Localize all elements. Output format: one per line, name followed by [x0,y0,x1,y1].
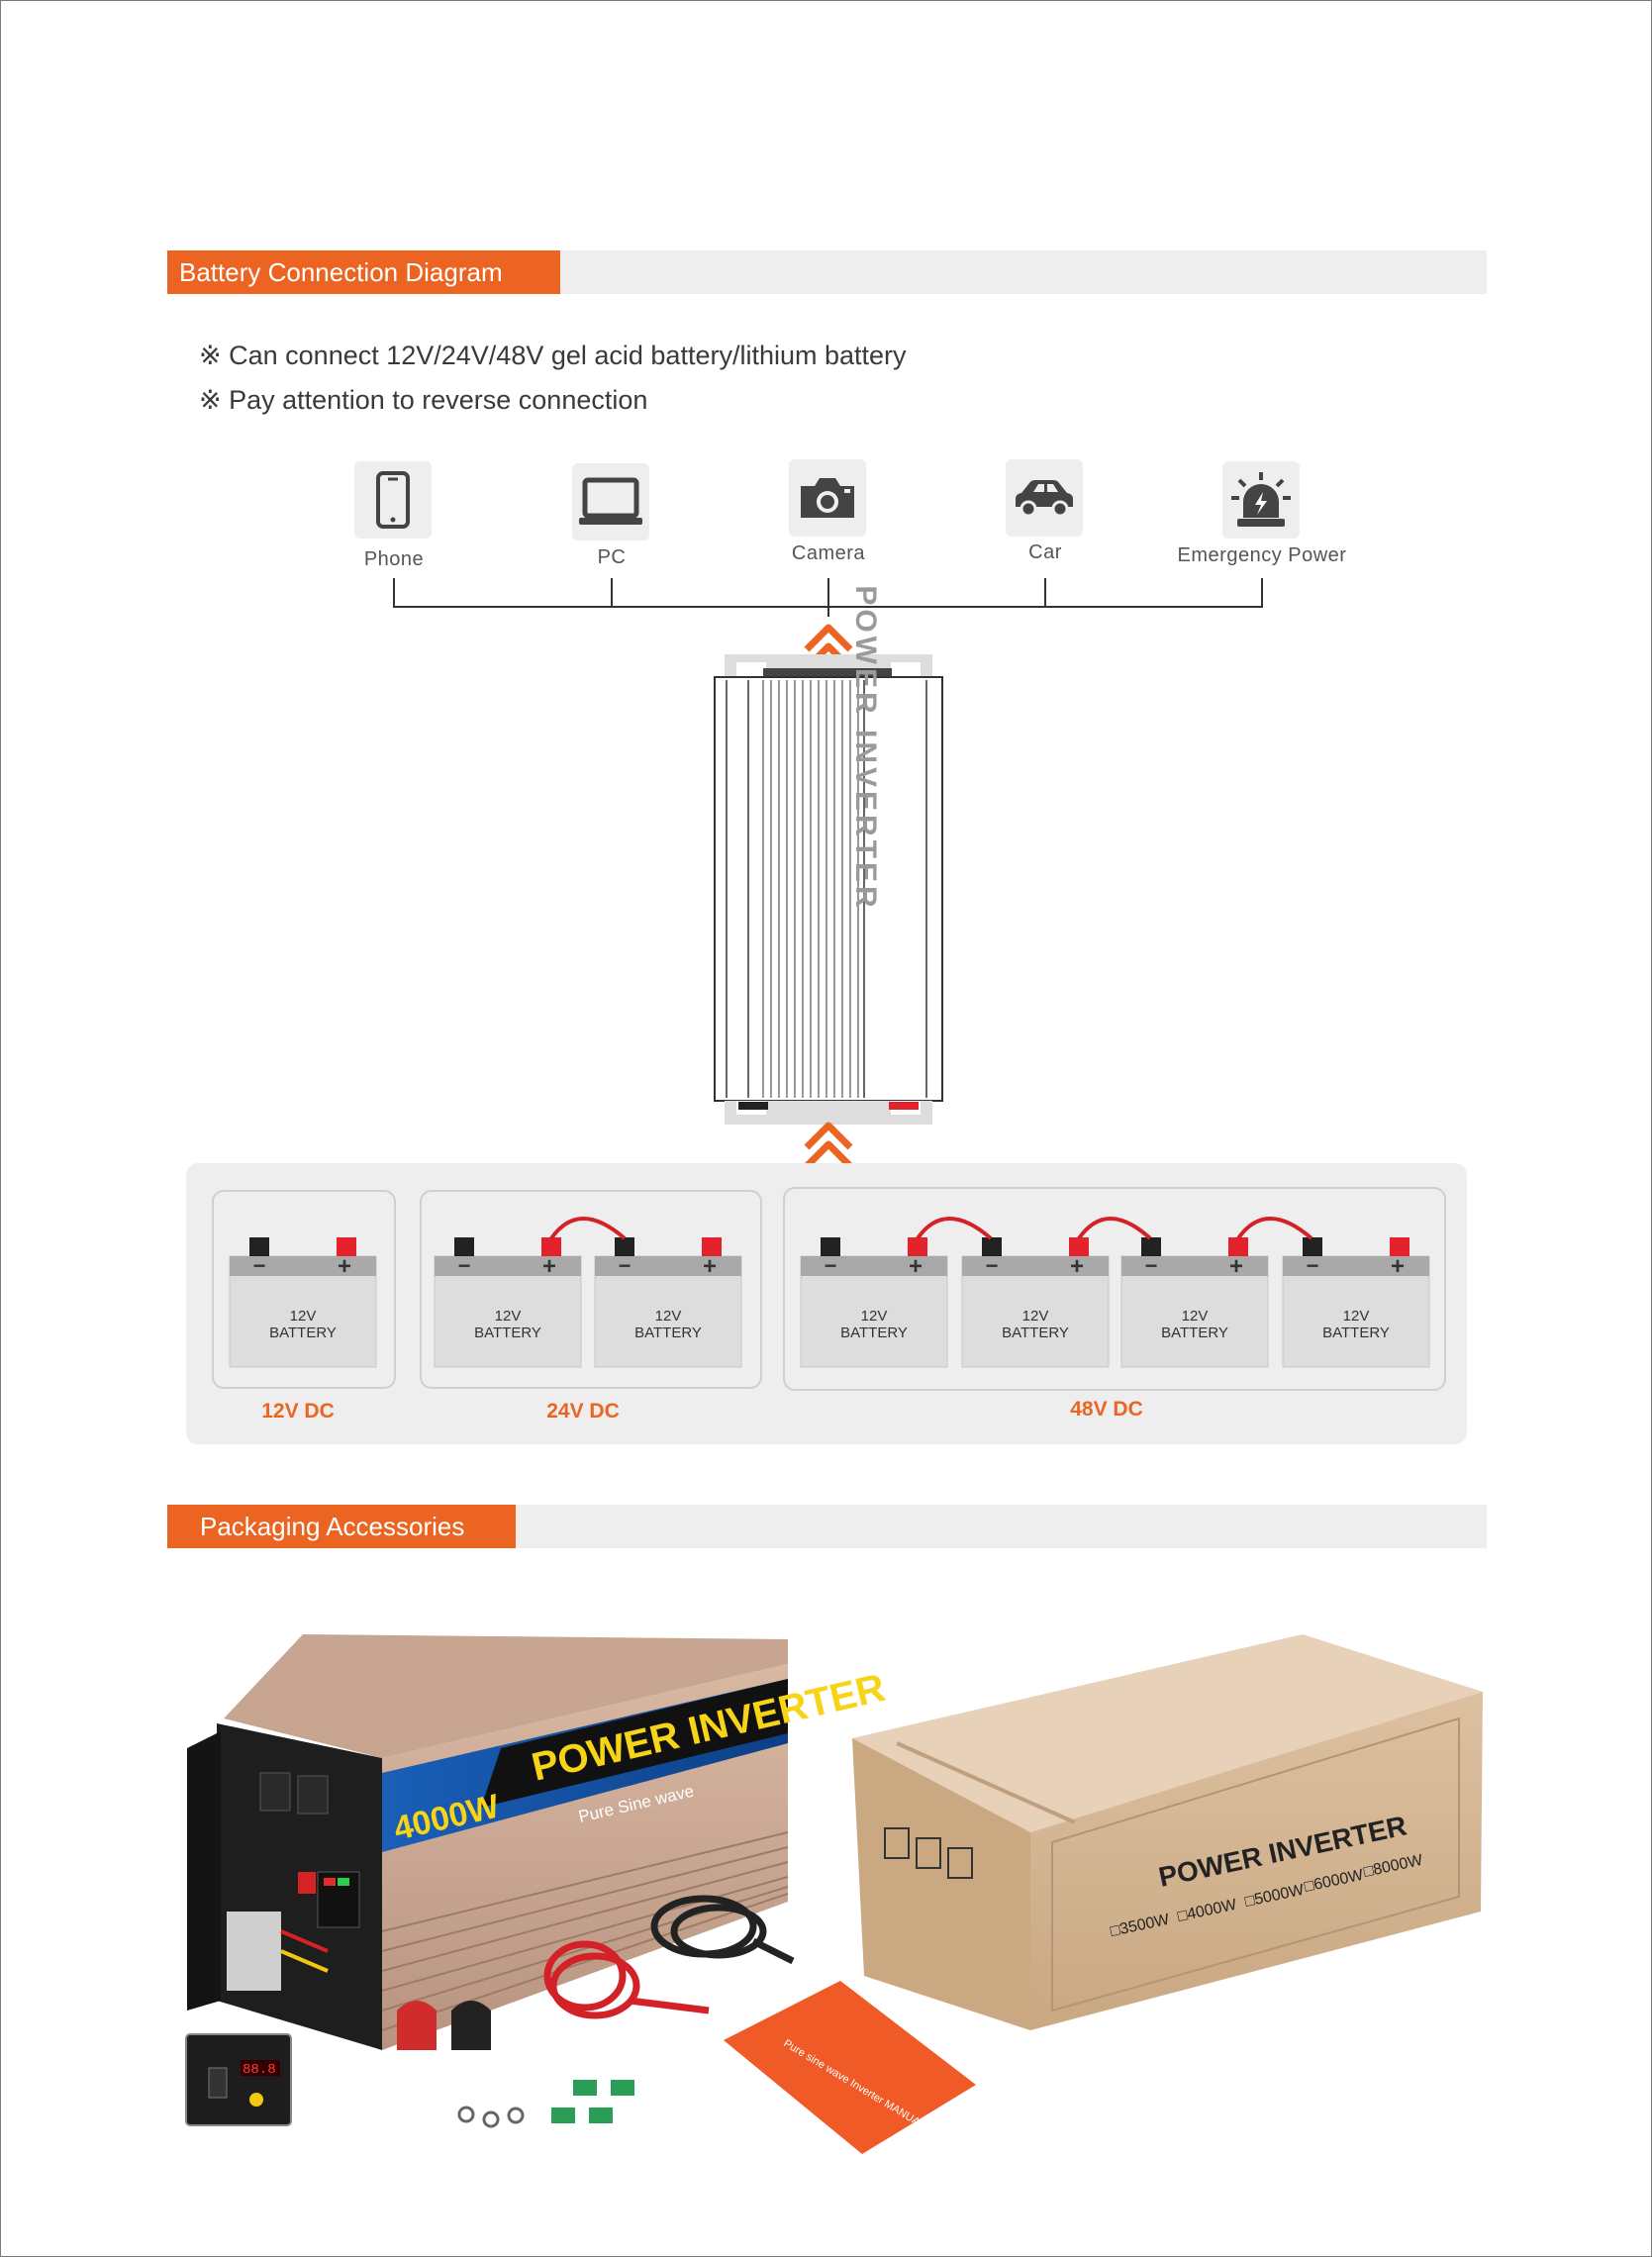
car-icon [1006,459,1083,537]
battery-text-line2: BATTERY [840,1325,908,1341]
note-reverse-connection: ※ Pay attention to reverse connection [199,385,648,415]
battery-text-line2: BATTERY [1002,1325,1069,1341]
battery-unit [594,1236,742,1368]
plus-sign: + [1229,1253,1243,1280]
plus-sign: + [338,1253,351,1280]
minus-sign: − [825,1253,837,1278]
battery-text-line1: 12V [1343,1308,1370,1325]
minus-sign: − [986,1253,999,1278]
battery-text-line1: 12V [655,1308,682,1325]
remote-display-image: 88.8 [185,2033,292,2126]
terminal-caps-image [397,2001,634,2128]
emergency-light-icon [1222,461,1300,539]
section-title-battery: Battery Connection Diagram [167,250,560,294]
series-jumpers [549,1217,1313,1240]
battery-text-line2: BATTERY [634,1325,702,1341]
plus-sign: + [542,1253,556,1280]
battery-group-12v [212,1190,396,1389]
device-label-pc: PC [597,546,627,568]
plus-sign: + [703,1253,717,1280]
device-label-emergency-power: Emergency Power [1177,544,1347,566]
minus-sign: − [253,1253,266,1278]
camera-icon [789,459,866,537]
battery-unit [961,1236,1110,1368]
battery-unit [229,1236,377,1368]
battery-text-line2: BATTERY [1322,1325,1390,1341]
minus-sign: − [458,1253,471,1278]
battery-text-line1: 12V [1182,1308,1209,1325]
battery-text-line1: 12V [495,1308,522,1325]
plus-sign: + [1391,1253,1405,1280]
minus-sign: − [1307,1253,1319,1278]
battery-unit [1282,1236,1430,1368]
section-title-packaging: Packaging Accessories [167,1505,516,1548]
section-header-battery: Battery Connection Diagram [167,250,1487,294]
device-label-car: Car [1028,541,1062,563]
plus-sign: + [1070,1253,1084,1280]
battery-text-line1: 12V [861,1308,888,1325]
battery-text-line2: BATTERY [474,1325,541,1341]
plus-sign: + [909,1253,923,1280]
battery-text-line2: BATTERY [1161,1325,1228,1341]
battery-cables-image [543,1895,795,2019]
group-label-12v: 12V DC [261,1400,335,1423]
inverter-positive-terminal [889,1102,919,1110]
inverter-negative-terminal [738,1102,768,1110]
laptop-icon [572,463,649,540]
user-manual-image: Pure sine wave Inverter MANUAL [724,1981,976,2154]
inverter-product-image: POWER INVERTER 4000W Pure Sine wave [187,1634,889,2050]
input-arrow-icon [804,1122,853,1169]
minus-sign: − [1145,1253,1158,1278]
product-box-image: POWER INVERTER □3500W □4000W □5000W □600… [852,1634,1483,2030]
battery-group-24v [420,1190,762,1389]
phone-icon [354,461,432,539]
battery-unit [1120,1236,1269,1368]
group-label-24v: 24V DC [546,1400,620,1423]
battery-group-48v [783,1187,1446,1391]
connection-tree [393,578,1263,1169]
battery-text-line2: BATTERY [269,1325,337,1341]
box-handling-icons [884,1827,973,1879]
battery-drawing: − + 12V BATTERY − + 12V BATTERY − + 12V … [229,1217,1430,1368]
device-label-camera: Camera [791,542,866,564]
battery-text-line1: 12V [290,1308,317,1325]
group-label-48v: 48V DC [1070,1398,1143,1421]
packaging-illustration: POWER INVERTER 4000W Pure Sine wave 88.8 [185,1634,1483,2154]
minus-sign: − [619,1253,632,1278]
battery-text-line1: 12V [1022,1308,1049,1325]
battery-unit [800,1236,948,1368]
battery-unit [434,1236,582,1368]
remote-reading: 88.8 [243,2062,276,2078]
note-compatibility: ※ Can connect 12V/24V/48V gel acid batte… [199,341,907,370]
device-label-phone: Phone [363,548,425,570]
section-header-packaging: Packaging Accessories [167,1505,1487,1548]
